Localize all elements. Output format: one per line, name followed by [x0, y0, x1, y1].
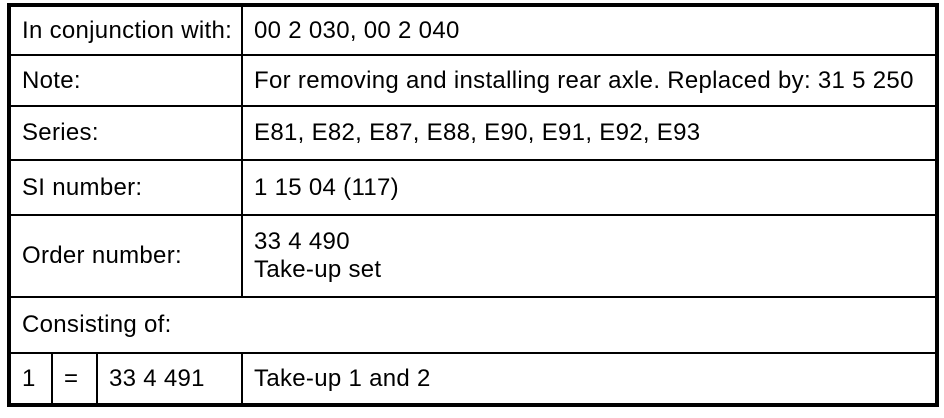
series-value: E81, E82, E87, E88, E90, E91, E92, E93	[241, 105, 939, 161]
consisting-of-label: Consisting of:	[7, 296, 939, 354]
item-description: Take-up 1 and 2	[241, 352, 939, 406]
item-part-number: 33 4 491	[95, 352, 244, 406]
item-number: 1	[8, 352, 53, 406]
order-number-value-line1: 33 4 490	[254, 228, 350, 255]
series-label: Series:	[7, 105, 244, 161]
note-label: Note:	[7, 54, 244, 107]
row-consisting-of: Consisting of:	[7, 296, 939, 354]
note-value: For removing and installing rear axle. R…	[241, 54, 939, 107]
order-number-label: Order number:	[7, 214, 244, 298]
order-number-value-line2: Take-up set	[254, 256, 382, 283]
row-item-1: 1 = 33 4 491 Take-up 1 and 2	[8, 352, 939, 406]
row-in-conjunction: In conjunction with: 00 2 030, 00 2 040	[7, 4, 939, 56]
in-conjunction-label: In conjunction with:	[7, 4, 244, 56]
spec-table: In conjunction with: 00 2 030, 00 2 040 …	[7, 3, 940, 407]
row-note: Note: For removing and installing rear a…	[7, 54, 939, 107]
item-equals-sign: =	[51, 352, 98, 406]
row-si-number: SI number: 1 15 04 (117)	[7, 159, 939, 216]
si-number-label: SI number:	[7, 159, 244, 216]
in-conjunction-value: 00 2 030, 00 2 040	[241, 4, 939, 56]
row-order-number: Order number: 33 4 490 Take-up set	[7, 214, 939, 298]
order-number-value: 33 4 490 Take-up set	[241, 214, 939, 298]
row-series: Series: E81, E82, E87, E88, E90, E91, E9…	[7, 105, 939, 161]
si-number-value: 1 15 04 (117)	[241, 159, 939, 216]
